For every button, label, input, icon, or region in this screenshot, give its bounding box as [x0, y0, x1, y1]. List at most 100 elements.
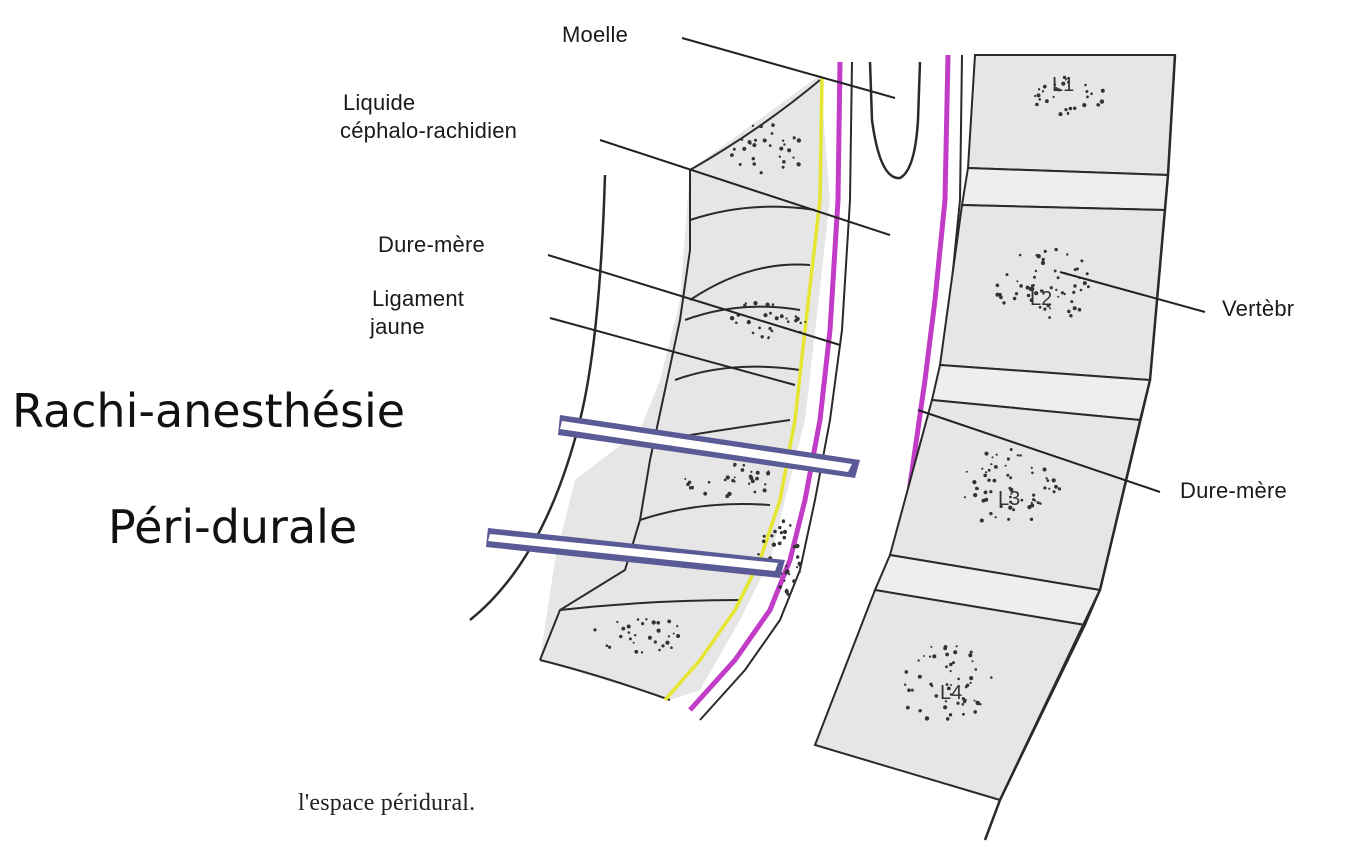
stipple-dot [778, 585, 782, 589]
stipple-dot [796, 555, 800, 559]
stipple-dot [779, 146, 784, 151]
stipple-dot [1058, 112, 1063, 117]
stipple-dot [1006, 457, 1011, 461]
stipple-dot [945, 652, 949, 657]
stipple-dot [781, 139, 785, 142]
stipple-dot [995, 453, 998, 456]
stipple-dot [943, 705, 948, 710]
stipple-dot [945, 717, 950, 721]
stipple-dot [725, 475, 730, 480]
stipple-dot [1086, 285, 1090, 289]
stipple-dot [1090, 92, 1093, 95]
stipple-dot [686, 482, 690, 487]
stipple-dot [751, 157, 755, 161]
stipple-dot [743, 303, 747, 308]
stipple-dot [1043, 307, 1047, 311]
stipple-dot [747, 319, 751, 322]
stipple-dot [733, 476, 736, 479]
stipple-dot [785, 588, 788, 592]
stipple-dot [1025, 285, 1030, 290]
lamina-outline [539, 170, 691, 661]
stipple-dot [770, 132, 774, 135]
stipple-dot [729, 316, 735, 321]
stipple-dot [676, 634, 681, 638]
stipple-dot [946, 686, 951, 691]
stipple-dot [917, 659, 920, 662]
dura-mater-posterior [688, 61, 843, 712]
stipple-dot [972, 480, 977, 485]
dure-mere-right-leader [917, 409, 1161, 493]
stipple-dot [771, 542, 777, 547]
stipple-dot [759, 124, 763, 129]
stipple-dot [924, 716, 930, 721]
stipple-dot [953, 650, 958, 655]
stipple-dot [1041, 90, 1045, 93]
stipple-dot [798, 563, 802, 567]
stipple-dot [1031, 471, 1034, 475]
stipple-dot [1019, 284, 1023, 288]
stipple-dot [634, 634, 637, 637]
stipple-dot [636, 618, 640, 621]
stipple-dot [995, 292, 1000, 297]
stipple-dot [733, 480, 736, 483]
stipple-dot [995, 283, 1000, 288]
stipple-dot [777, 541, 782, 546]
stipple-dot [651, 620, 656, 625]
stipple-dot [1054, 484, 1058, 489]
stipple-dot [1073, 106, 1077, 110]
stipple-dot [653, 640, 657, 644]
disc-l1-l2 [960, 166, 1170, 212]
stipple-dot [999, 504, 1003, 508]
stipple-dot [760, 335, 764, 339]
label-dure-mere-left: Dure-mère [378, 232, 485, 257]
stipple-dot [751, 331, 755, 335]
stipple-dot [1055, 288, 1058, 292]
stipple-dot [1060, 291, 1064, 295]
stipple-dot [762, 488, 767, 493]
stipple-dot [910, 688, 914, 692]
stipple-dot [773, 529, 777, 534]
stipple-dot [752, 143, 757, 148]
stipple-dot [1020, 498, 1024, 502]
stipple-dot [752, 305, 756, 309]
stipple-dot [656, 628, 661, 633]
stipple-dot [973, 699, 976, 702]
stipple-dot [645, 618, 648, 621]
stipple-dot [752, 162, 756, 166]
stipple-dot [917, 674, 922, 679]
stipple-dot [1034, 94, 1037, 98]
stipple-dot [778, 155, 781, 158]
stipple-dot [1053, 269, 1057, 273]
lamina-divider-4 [684, 305, 801, 321]
stipple-dot [981, 467, 984, 470]
stipple-dot [748, 474, 753, 479]
stipple-dot [973, 493, 978, 498]
stipple-dot [1066, 253, 1069, 256]
stipple-dot [732, 147, 736, 151]
stipple-dot [707, 480, 711, 484]
stipple-dot [787, 148, 792, 153]
stipple-dot [1018, 253, 1022, 257]
spinal-needle [558, 415, 860, 478]
stipple-dot [904, 670, 909, 674]
stipple-dot [974, 668, 978, 671]
stipple-dot [949, 693, 953, 696]
stipple-dot [1057, 487, 1062, 491]
stipple-dot [1082, 103, 1087, 108]
stipple-dot [755, 476, 759, 481]
stipple-dot [593, 628, 597, 632]
stipple-dot [943, 645, 948, 649]
label-ligament-line2: jaune [370, 314, 425, 339]
stipple-dot [969, 681, 972, 685]
stipple-dot [983, 473, 987, 478]
stipple-dot [755, 470, 760, 475]
stipple-dot [961, 703, 965, 706]
stipple-dot [973, 710, 977, 714]
stipple-dot [991, 456, 994, 459]
stipple-dot [955, 645, 958, 648]
stipple-dot [774, 316, 779, 321]
stipple-dot [767, 337, 770, 340]
stipple-dot [979, 703, 982, 706]
stipple-dot [738, 163, 742, 166]
stipple-dot [950, 684, 952, 686]
